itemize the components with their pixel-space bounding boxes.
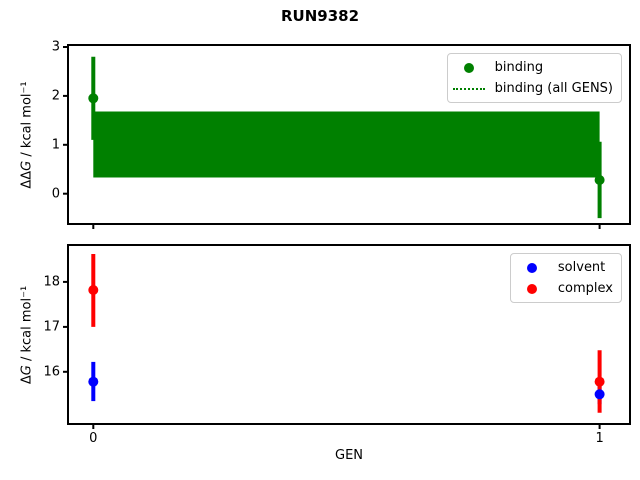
data-point bbox=[88, 376, 99, 387]
y-tick-label: 2 bbox=[51, 88, 60, 104]
data-point bbox=[88, 285, 99, 295]
legend-dot-marker-icon bbox=[453, 62, 485, 73]
legend-label: solvent bbox=[557, 260, 606, 275]
confidence-band bbox=[93, 111, 600, 178]
y-tick-label: 3 bbox=[51, 39, 60, 55]
legend-dot-marker-icon bbox=[516, 283, 548, 294]
legend-label: binding (all GENS) bbox=[494, 81, 613, 96]
x-tick-label: 0 bbox=[89, 431, 98, 446]
y-tick-label: 1 bbox=[51, 137, 60, 153]
data-point bbox=[594, 175, 605, 185]
legend: solvent complex bbox=[509, 253, 622, 303]
axes-frame bbox=[67, 244, 631, 425]
legend: binding binding (all GENS) bbox=[446, 53, 622, 103]
legend-dotted-line-icon bbox=[452, 87, 485, 90]
figure-title: RUN9382 bbox=[280, 7, 360, 25]
legend-item: solvent bbox=[516, 257, 613, 278]
axes-frame bbox=[67, 44, 631, 225]
y-tick-label: 16 bbox=[43, 364, 60, 380]
data-point bbox=[594, 389, 605, 400]
legend-label: complex bbox=[557, 281, 613, 296]
y-tick-label: 0 bbox=[51, 186, 60, 202]
legend-dot-marker-icon bbox=[516, 262, 548, 273]
data-point bbox=[594, 376, 605, 387]
y-tick-label: 18 bbox=[43, 274, 60, 290]
x-tick-label: 1 bbox=[595, 431, 604, 446]
legend-item: binding bbox=[453, 57, 613, 78]
x-axis-label: GEN bbox=[334, 448, 364, 463]
y-tick-label: 17 bbox=[43, 319, 60, 335]
legend-item: complex bbox=[516, 278, 613, 299]
legend-item: binding (all GENS) bbox=[452, 78, 613, 99]
data-point bbox=[88, 93, 99, 104]
legend-label: binding bbox=[494, 60, 544, 75]
